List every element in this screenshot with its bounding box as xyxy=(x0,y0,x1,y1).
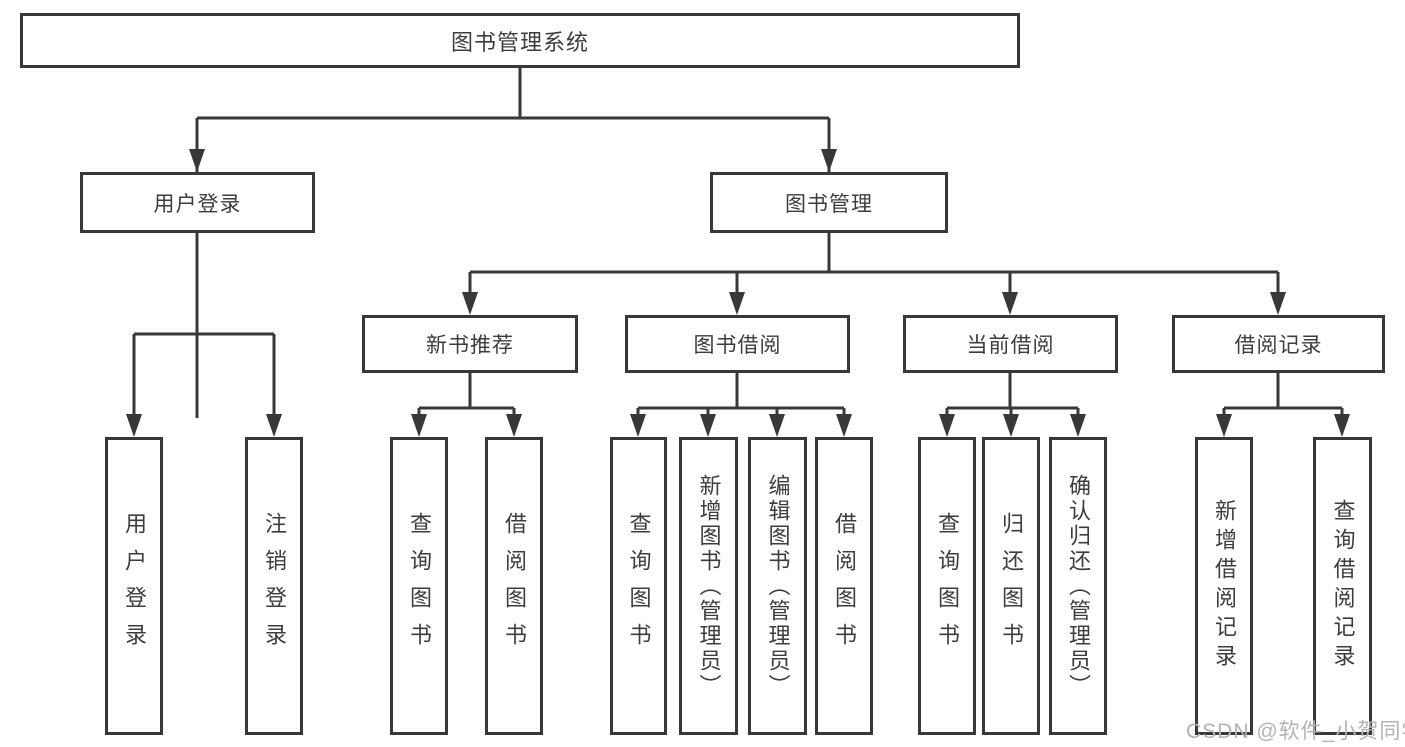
node-leaf-add-book-admin: 新增图书（管理员） xyxy=(679,437,738,735)
connector-records-to-leaves xyxy=(1222,373,1344,418)
connector-borrow-to-leaves xyxy=(636,373,846,418)
connector-userlogin-to-leaves xyxy=(132,233,276,418)
node-leaf-query-books-2-label: 查询图书 xyxy=(626,512,652,660)
node-leaf-confirm-return-admin: 确认归还（管理员） xyxy=(1049,437,1107,735)
watermark: CSDN @软件_小贺同学 xyxy=(1186,720,1405,743)
node-book-borrow-label: 图书借阅 xyxy=(693,334,782,357)
node-leaf-borrow-books-2-label: 借阅图书 xyxy=(832,512,857,660)
connector-newbook-to-leaves xyxy=(417,373,516,418)
node-leaf-query-books-3-label: 查询图书 xyxy=(935,512,960,660)
node-leaf-logout-label: 注销登录 xyxy=(262,512,287,660)
node-leaf-query-books-2: 查询图书 xyxy=(610,437,667,735)
node-leaf-add-book-admin-label: 新增图书（管理员） xyxy=(696,473,722,699)
node-leaf-query-books-1-label: 查询图书 xyxy=(407,512,432,660)
node-current-borrow-label: 当前借阅 xyxy=(966,334,1055,357)
node-user-login-label: 用户登录 xyxy=(153,192,242,216)
node-book-management: 图书管理 xyxy=(710,172,948,233)
node-new-book-recommend-label: 新书推荐 xyxy=(426,334,514,357)
connector-bookmgmt-to-level3 xyxy=(468,233,1280,297)
node-leaf-logout: 注销登录 xyxy=(245,437,303,735)
node-root: 图书管理系统 xyxy=(20,13,1020,68)
node-borrow-records-label: 借阅记录 xyxy=(1234,334,1323,357)
node-leaf-query-books-3: 查询图书 xyxy=(918,437,976,735)
arrowheads xyxy=(126,149,1350,437)
node-leaf-borrow-books-1: 借阅图书 xyxy=(485,437,543,735)
node-leaf-user-login: 用户登录 xyxy=(105,437,163,735)
node-leaf-edit-book-admin-label: 编辑图书（管理员） xyxy=(765,473,791,699)
connector-current-to-leaves xyxy=(945,373,1080,418)
node-book-borrow: 图书借阅 xyxy=(625,315,850,373)
node-leaf-add-borrow-record-label: 新增借阅记录 xyxy=(1212,499,1237,673)
node-leaf-return-books: 归还图书 xyxy=(982,437,1040,735)
node-leaf-query-borrow-record: 查询借阅记录 xyxy=(1313,437,1372,735)
node-current-borrow: 当前借阅 xyxy=(903,315,1118,373)
node-leaf-return-books-label: 归还图书 xyxy=(999,512,1024,660)
node-leaf-user-login-label: 用户登录 xyxy=(122,512,147,660)
node-leaf-borrow-books-1-label: 借阅图书 xyxy=(502,512,527,660)
node-leaf-query-borrow-record-label: 查询借阅记录 xyxy=(1330,499,1356,673)
node-leaf-add-borrow-record: 新增借阅记录 xyxy=(1195,437,1253,735)
node-user-login: 用户登录 xyxy=(80,172,315,233)
connector-root-to-level2 xyxy=(195,68,831,418)
node-new-book-recommend: 新书推荐 xyxy=(362,315,578,373)
node-leaf-query-books-1: 查询图书 xyxy=(390,437,448,735)
node-borrow-records: 借阅记录 xyxy=(1172,315,1385,373)
node-leaf-borrow-books-2: 借阅图书 xyxy=(815,437,873,735)
node-book-management-label: 图书管理 xyxy=(785,192,873,216)
node-leaf-confirm-return-admin-label: 确认归还（管理员） xyxy=(1066,473,1091,699)
node-root-label: 图书管理系统 xyxy=(450,29,589,55)
node-leaf-edit-book-admin: 编辑图书（管理员） xyxy=(748,437,807,735)
